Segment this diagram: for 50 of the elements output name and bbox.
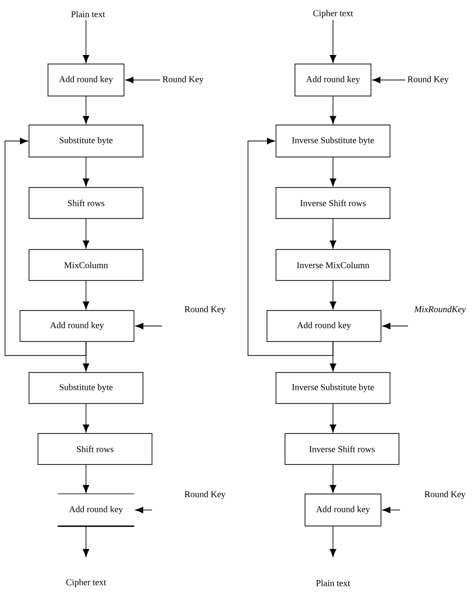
- text-label: Cipher text: [66, 578, 106, 588]
- arrow: [82, 526, 90, 557]
- text-label: Round Key: [408, 76, 449, 84]
- process-box: Add round key: [266, 310, 382, 342]
- process-box: Add round key: [20, 310, 134, 342]
- arrow: [330, 156, 336, 186]
- key-label: Round Key: [424, 490, 466, 500]
- process-box: Inverse Substitute byte: [276, 124, 390, 158]
- arrow: [4, 138, 86, 356]
- process-box: Add round key: [304, 494, 382, 526]
- arrow: [82, 403, 90, 432]
- process-box: Substitute byte: [28, 372, 144, 404]
- arrow: [248, 138, 334, 356]
- text-label: Plain text: [316, 580, 350, 586]
- key-label: Round Key: [184, 306, 226, 314]
- text-label: Cipher text: [313, 10, 354, 18]
- arrow: [330, 280, 336, 310]
- process-box: MixColumn: [28, 249, 144, 281]
- process-box: Shift rows: [38, 433, 152, 465]
- arrow: [82, 156, 90, 186]
- process-box: Inverse MixColumn: [276, 249, 390, 281]
- arrow: [125, 76, 161, 84]
- arrow: [330, 403, 336, 432]
- arrow: [382, 506, 400, 514]
- arrow: [330, 218, 336, 248]
- arrow: [82, 464, 90, 493]
- key-label: MixRoundKey: [414, 306, 466, 314]
- process-step: Add round key: [57, 493, 135, 527]
- key-label: Round Key: [184, 490, 226, 500]
- process-box: Add round key: [48, 64, 124, 96]
- process-box: Inverse Shift rows: [284, 433, 400, 465]
- arrow: [330, 20, 336, 63]
- text-label: Plain text: [71, 10, 106, 18]
- arrow: [82, 280, 90, 310]
- process-box: Inverse Substitute byte: [276, 372, 390, 404]
- process-box: Shift rows: [28, 187, 144, 219]
- process-box: Inverse Shift rows: [276, 187, 390, 219]
- text-label: Round Key: [162, 76, 204, 84]
- arrow: [382, 322, 408, 330]
- arrow: [330, 464, 336, 493]
- arrow: [372, 76, 406, 84]
- arrow: [330, 526, 336, 557]
- arrow: [82, 20, 90, 63]
- process-box: Substitute byte: [28, 124, 144, 158]
- arrow: [82, 218, 90, 248]
- arrow: [82, 96, 90, 124]
- arrow: [135, 506, 152, 514]
- process-box: Add round key: [294, 64, 372, 96]
- arrow: [330, 96, 336, 124]
- arrow: [135, 322, 162, 330]
